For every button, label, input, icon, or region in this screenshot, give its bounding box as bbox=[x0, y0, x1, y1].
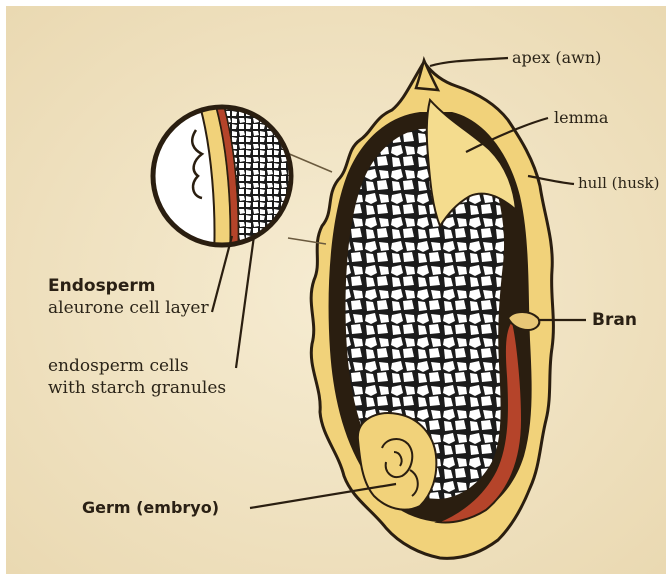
label-endosperm-cells-1: endosperm cells bbox=[48, 356, 189, 376]
label-apex: apex (awn) bbox=[512, 48, 601, 67]
label-endosperm-cells-2: with starch granules bbox=[48, 378, 226, 398]
label-bran: Bran bbox=[592, 310, 637, 330]
label-aleurone: aleurone cell layer bbox=[48, 298, 209, 318]
label-endosperm: Endosperm bbox=[48, 276, 155, 296]
label-germ: Germ (embryo) bbox=[82, 498, 219, 517]
label-lemma: lemma bbox=[554, 108, 608, 127]
label-hull: hull (husk) bbox=[578, 174, 660, 192]
